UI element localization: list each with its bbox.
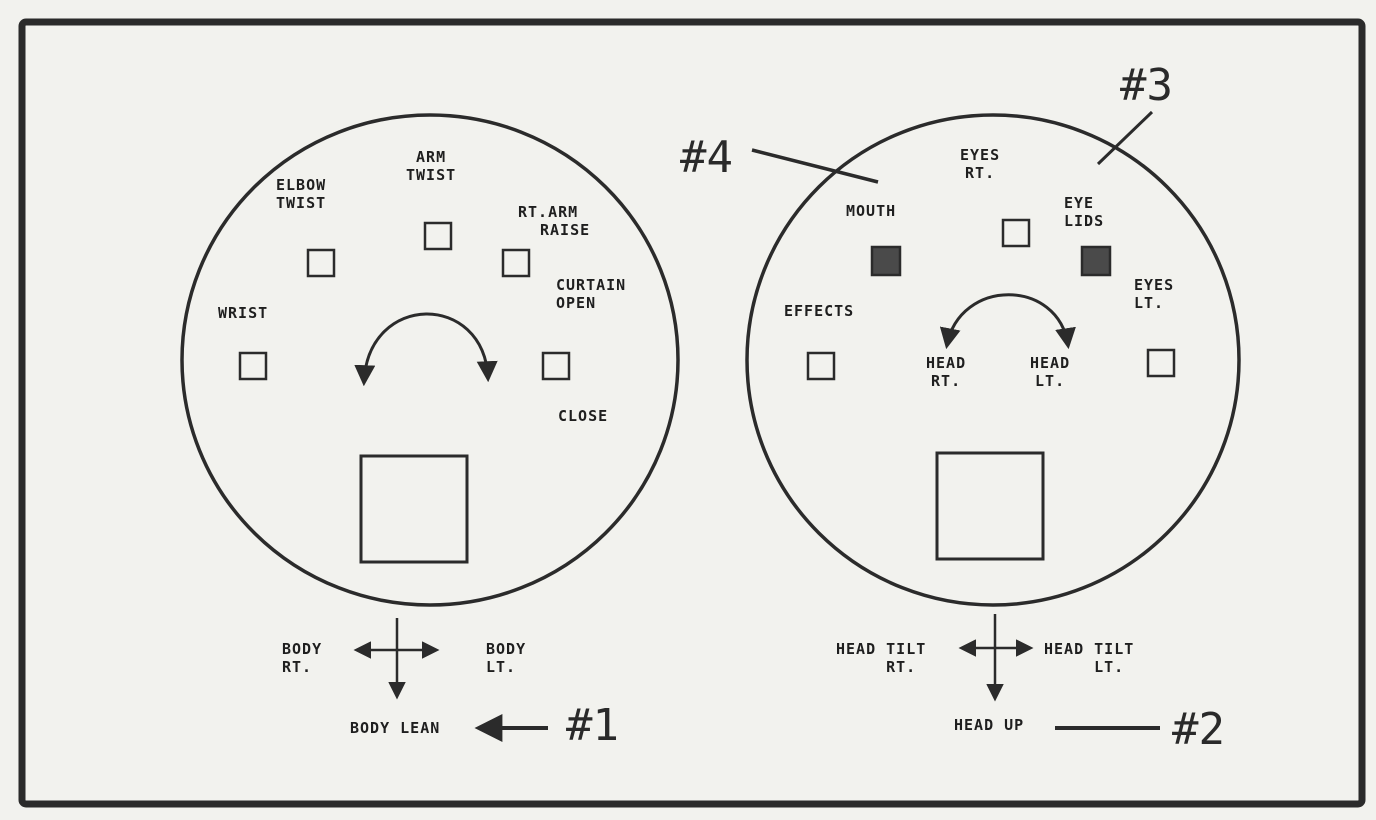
eyes-lt-switch[interactable] — [1146, 348, 1176, 378]
right-panel-circle — [745, 113, 1241, 607]
body-joystick-square[interactable] — [359, 454, 469, 564]
wrist-switch[interactable] — [238, 351, 268, 381]
label-close: CLOSE — [558, 407, 609, 425]
callout-2: #2 — [1172, 704, 1225, 755]
callout-4-leader — [751, 148, 879, 184]
head-rotate-arrow — [939, 293, 1076, 350]
elbow-twist-switch[interactable] — [306, 248, 336, 278]
label-head-up: HEAD UP — [954, 716, 1025, 734]
head-joystick-square[interactable] — [935, 451, 1045, 561]
label-wrist: WRIST — [218, 304, 269, 322]
callout-1: #1 — [566, 700, 619, 751]
label-body-lean: BODY LEAN — [350, 719, 441, 737]
eye-lids-switch[interactable] — [1080, 245, 1112, 277]
arm-rotate-arrow — [354, 312, 498, 387]
outer-frame — [18, 18, 1366, 808]
effects-switch[interactable] — [806, 351, 836, 381]
label-effects: EFFECTS — [784, 302, 855, 320]
callout-4: #4 — [680, 132, 733, 183]
mouth-switch[interactable] — [870, 245, 902, 277]
label-mouth: MOUTH — [846, 202, 897, 220]
callout-3-leader — [1096, 110, 1154, 166]
rt-arm-raise-switch[interactable] — [501, 248, 531, 278]
left-panel-circle — [180, 113, 680, 607]
curtain-switch[interactable] — [541, 351, 571, 381]
eyes-rt-switch[interactable] — [1001, 218, 1031, 248]
arm-twist-switch[interactable] — [423, 221, 453, 251]
callout-3: #3 — [1120, 60, 1173, 111]
